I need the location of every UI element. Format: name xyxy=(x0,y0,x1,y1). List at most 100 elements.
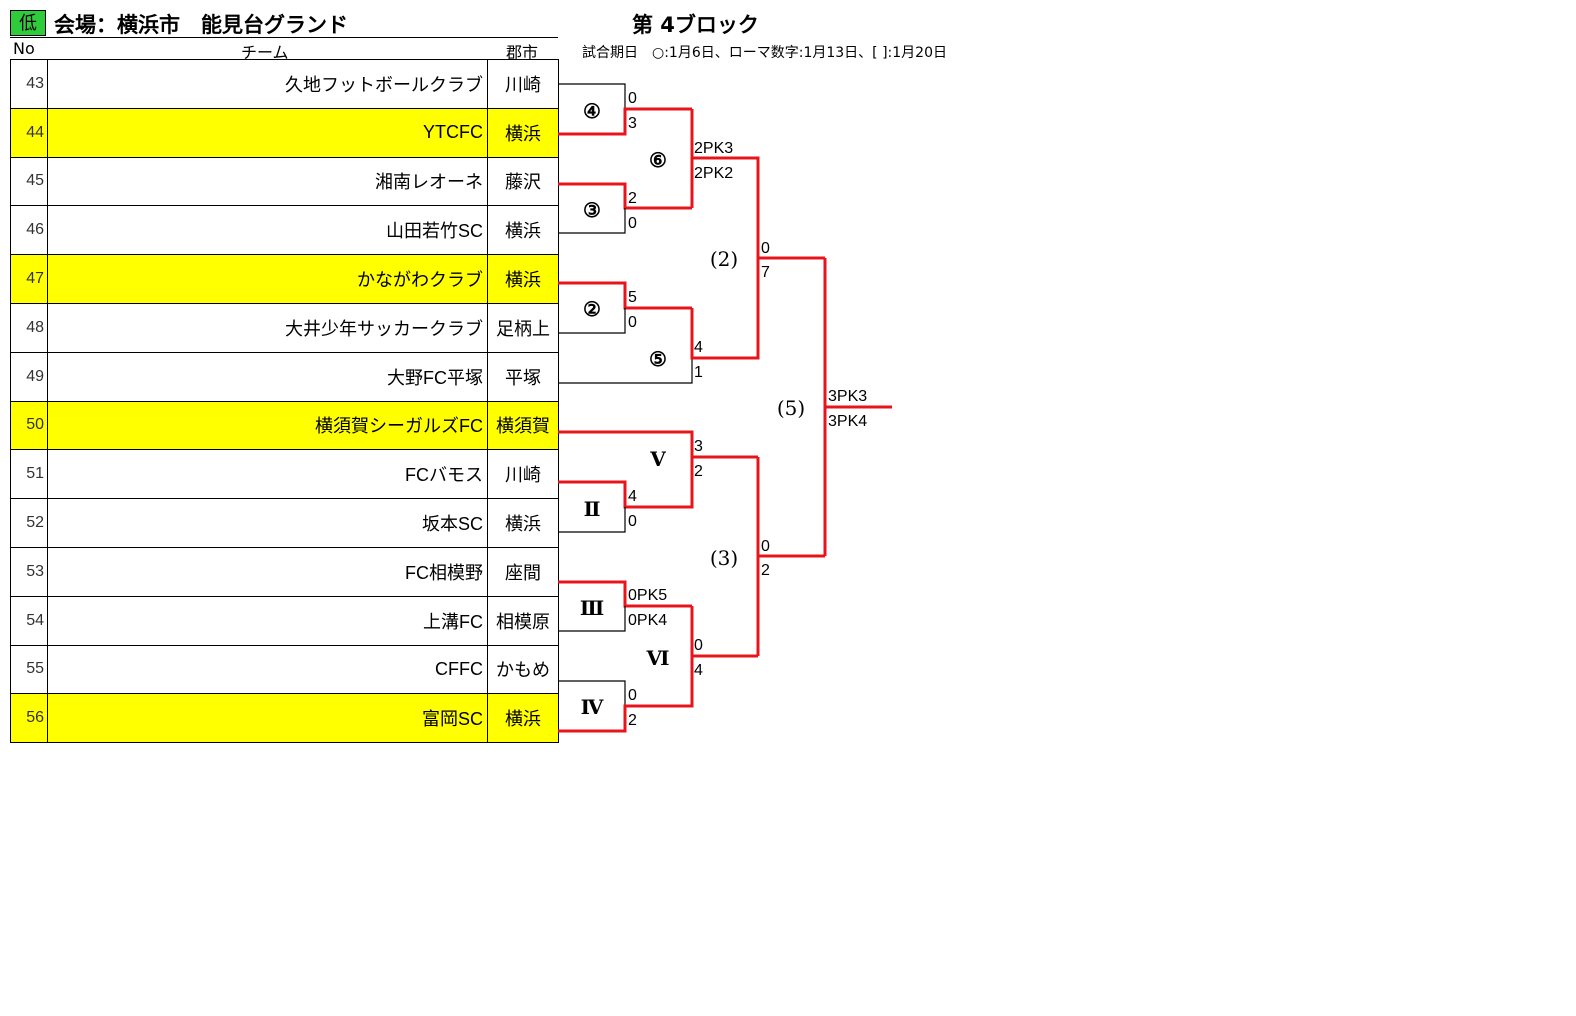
bracket-line-winner xyxy=(690,256,825,360)
block-title: 第 4ブロック xyxy=(632,13,759,37)
match-label: (2) xyxy=(710,247,738,271)
match-score: 3PK4 xyxy=(828,413,867,430)
bracket-line-loser xyxy=(558,308,626,334)
match-score: 3 xyxy=(628,115,637,132)
venue-title: 会場：横浜市 能見台グランド xyxy=(54,13,348,37)
bracket-line-loser xyxy=(558,680,626,706)
team-no: 44 xyxy=(10,107,48,158)
match-score: 4 xyxy=(694,662,703,679)
match-score: 1 xyxy=(694,364,703,381)
match-score: 0 xyxy=(761,538,770,555)
match-score: 2 xyxy=(628,190,637,207)
team-no: 55 xyxy=(10,644,48,695)
bracket-line-loser xyxy=(558,507,626,533)
team-name: 山田若竹SC xyxy=(47,205,488,256)
match-label: ⑤ xyxy=(649,347,667,371)
team-no: 48 xyxy=(10,302,48,353)
team-city: 藤沢 xyxy=(487,156,559,207)
match-label: Ⅵ xyxy=(646,646,670,670)
match-score: 2 xyxy=(761,562,770,579)
team-no: 43 xyxy=(10,59,48,109)
match-score: 0 xyxy=(628,215,637,232)
match-label: ⑥ xyxy=(649,148,667,172)
match-score: 0 xyxy=(628,314,637,331)
bracket-line-winner xyxy=(558,281,692,310)
match-score: 2PK2 xyxy=(694,165,733,182)
team-city: 横浜 xyxy=(487,498,559,548)
team-city: 横浜 xyxy=(487,107,559,158)
team-name: 富岡SC xyxy=(47,693,488,744)
match-score: 2 xyxy=(628,712,637,729)
bracket-line-winner xyxy=(558,107,692,136)
team-no: 54 xyxy=(10,595,48,646)
match-label: Ⅱ xyxy=(584,497,601,521)
bracket-line-winner xyxy=(823,258,892,409)
bracket-line-loser xyxy=(558,208,626,234)
match-score: 0 xyxy=(628,90,637,107)
level-badge: 低 xyxy=(10,10,46,36)
match-score: 0PK4 xyxy=(628,612,667,629)
match-label: Ⅳ xyxy=(581,695,604,719)
match-score: 0PK5 xyxy=(628,587,667,604)
column-header-city: 郡市 xyxy=(506,43,539,62)
bracket-line-loser xyxy=(558,606,626,632)
match-label: ③ xyxy=(583,198,601,222)
team-no: 47 xyxy=(10,254,48,304)
team-city: 横須賀 xyxy=(487,400,559,451)
column-header-team: チーム xyxy=(241,43,289,62)
team-name: 横須賀シーガルズFC xyxy=(47,400,488,451)
bracket-line-winner xyxy=(558,457,694,509)
match-score: 2 xyxy=(694,463,703,480)
team-name: YTCFC xyxy=(47,107,488,158)
team-no: 49 xyxy=(10,351,48,402)
team-city: 相模原 xyxy=(487,595,559,646)
team-city: 川崎 xyxy=(487,449,559,500)
bracket-line-winner xyxy=(558,430,758,459)
team-name: 大野FC平塚 xyxy=(47,351,488,402)
team-no: 53 xyxy=(10,546,48,597)
match-score: 7 xyxy=(761,264,770,281)
match-score: 5 xyxy=(628,289,637,306)
match-score: 4 xyxy=(694,339,703,356)
match-score: 0 xyxy=(761,240,770,257)
bracket-line-winner xyxy=(558,654,758,733)
team-city: 横浜 xyxy=(487,254,559,304)
team-city: 横浜 xyxy=(487,693,559,744)
bracket-line-loser xyxy=(558,83,626,109)
header-divider xyxy=(10,37,558,38)
bracket-line-winner xyxy=(558,580,692,608)
team-no: 46 xyxy=(10,205,48,256)
bracket-line-winner xyxy=(558,182,692,210)
match-label: ② xyxy=(583,297,601,321)
bracket-line-loser xyxy=(558,358,693,384)
bracket-line-winner xyxy=(690,109,760,258)
team-name: 坂本SC xyxy=(47,498,488,548)
team-name: かながわクラブ xyxy=(47,254,488,304)
match-score: 0 xyxy=(628,687,637,704)
match-label: ④ xyxy=(583,99,601,123)
team-city: 平塚 xyxy=(487,351,559,402)
team-no: 50 xyxy=(10,400,48,451)
match-label: Ⅲ xyxy=(580,596,604,620)
match-label: (5) xyxy=(777,396,805,420)
team-name: 湘南レオーネ xyxy=(47,156,488,207)
match-label: Ⅴ xyxy=(649,447,666,471)
team-city: かもめ xyxy=(487,644,559,695)
schedule-note: 試合期日 ○:1月6日、ローマ数字:1月13日、[ ]:1月20日 xyxy=(582,45,947,61)
team-no: 56 xyxy=(10,693,48,744)
match-label: (3) xyxy=(710,546,738,570)
column-header-no: No xyxy=(13,39,35,58)
match-score: 4 xyxy=(628,488,637,505)
